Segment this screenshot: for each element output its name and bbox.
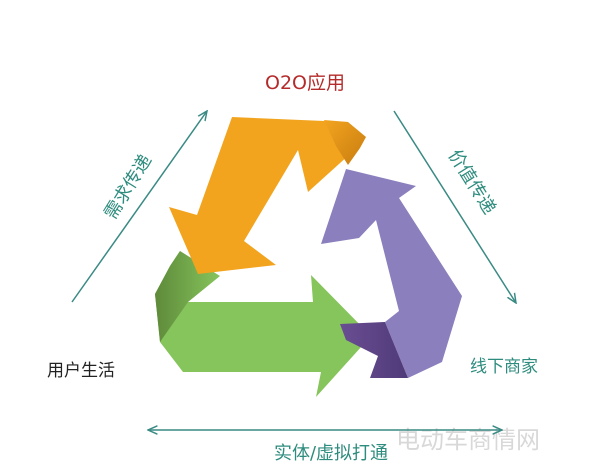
green-arrow	[155, 251, 371, 397]
diagram-title: O2O应用	[265, 72, 345, 94]
value-edge-line	[393, 110, 516, 303]
cycle-arrows	[155, 117, 462, 397]
user-life-label: 用户生活	[47, 361, 115, 381]
orange-arrow-fold	[324, 120, 366, 165]
offline-merchant-label: 线下商家	[470, 357, 538, 377]
physical-virtual-label: 实体/虚拟打通	[274, 443, 388, 464]
demand-transfer-label: 需求传递	[100, 151, 156, 223]
purple-arrow-fold	[340, 322, 408, 378]
green-arrow-fold	[155, 251, 220, 342]
purple-arrow	[321, 169, 462, 378]
orange-arrow	[169, 117, 360, 274]
demand-edge-line	[71, 111, 207, 303]
value-transfer-label: 价值传递	[444, 146, 500, 218]
